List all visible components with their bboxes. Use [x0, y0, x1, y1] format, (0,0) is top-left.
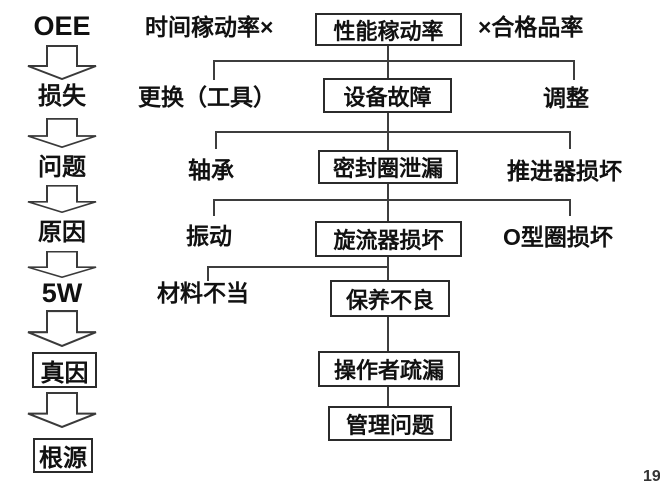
down-arrow-icon	[27, 310, 97, 347]
down-arrow-icon	[27, 392, 97, 428]
seal-leak-label: 密封圈泄漏	[332, 156, 443, 181]
label-tool-change: 更换（工具）	[138, 84, 276, 110]
connector-line	[387, 184, 389, 221]
performance-rate-label: 性能稼动率	[333, 18, 444, 44]
left-flow-label-loss: 损失	[38, 83, 86, 110]
connector-line	[207, 266, 209, 281]
node-management-issue: 管理问题	[328, 406, 452, 441]
label-bearing: 轴承	[188, 157, 234, 183]
label-adjustment: 调整	[543, 85, 589, 111]
connector-line	[215, 131, 571, 133]
left-flow-box-root-source: 根源	[33, 438, 93, 473]
node-poor-maintenance: 保养不良	[330, 280, 450, 317]
connector-line	[569, 131, 571, 149]
node-cyclone-damage: 旋流器损坏	[315, 221, 462, 257]
down-arrow-icon	[27, 45, 97, 80]
connector-line	[387, 46, 389, 78]
label-improper-material: 材料不当	[157, 280, 249, 306]
label-propeller-damage: 推进器损坏	[507, 158, 622, 184]
true-cause-label: 真因	[40, 359, 89, 387]
left-flow-label-problem: 问题	[38, 154, 86, 181]
label-quality-rate: ×合格品率	[478, 14, 584, 40]
left-flow-label-oee: OEE	[33, 11, 91, 41]
connector-line	[215, 131, 217, 149]
root-source-label: 根源	[39, 445, 87, 472]
connector-line	[569, 199, 571, 216]
page-number: 19	[643, 468, 660, 485]
connector-line	[573, 60, 575, 80]
node-performance-rate: 性能稼动率	[315, 13, 462, 46]
connector-line	[213, 199, 571, 201]
node-seal-leak: 密封圈泄漏	[318, 150, 458, 184]
connector-line	[213, 60, 215, 80]
connector-line	[387, 387, 389, 406]
left-flow-box-true-cause: 真因	[32, 352, 97, 388]
down-arrow-icon	[27, 251, 97, 278]
left-flow-label-five-w: 5W	[41, 278, 83, 308]
connector-line	[207, 266, 389, 268]
left-flow-label-cause: 原因	[38, 219, 86, 246]
down-arrow-icon	[27, 185, 97, 213]
label-availability-rate: 时间稼动率×	[145, 14, 274, 40]
management-issue-label: 管理问题	[345, 412, 434, 438]
connector-line	[387, 317, 389, 351]
label-o-ring-damage: O型圈损坏	[503, 224, 613, 250]
cyclone-damage-label: 旋流器损坏	[333, 228, 444, 253]
connector-line	[213, 60, 575, 62]
node-equipment-failure: 设备故障	[323, 78, 452, 113]
node-operator-error: 操作者疏漏	[318, 351, 460, 387]
label-vibration: 振动	[186, 223, 232, 249]
poor-maintenance-label: 保养不良	[345, 287, 434, 313]
down-arrow-icon	[27, 118, 97, 148]
equipment-failure-label: 设备故障	[343, 84, 432, 110]
operator-error-label: 操作者疏漏	[333, 358, 444, 383]
connector-line	[213, 199, 215, 216]
connector-line	[387, 257, 389, 280]
